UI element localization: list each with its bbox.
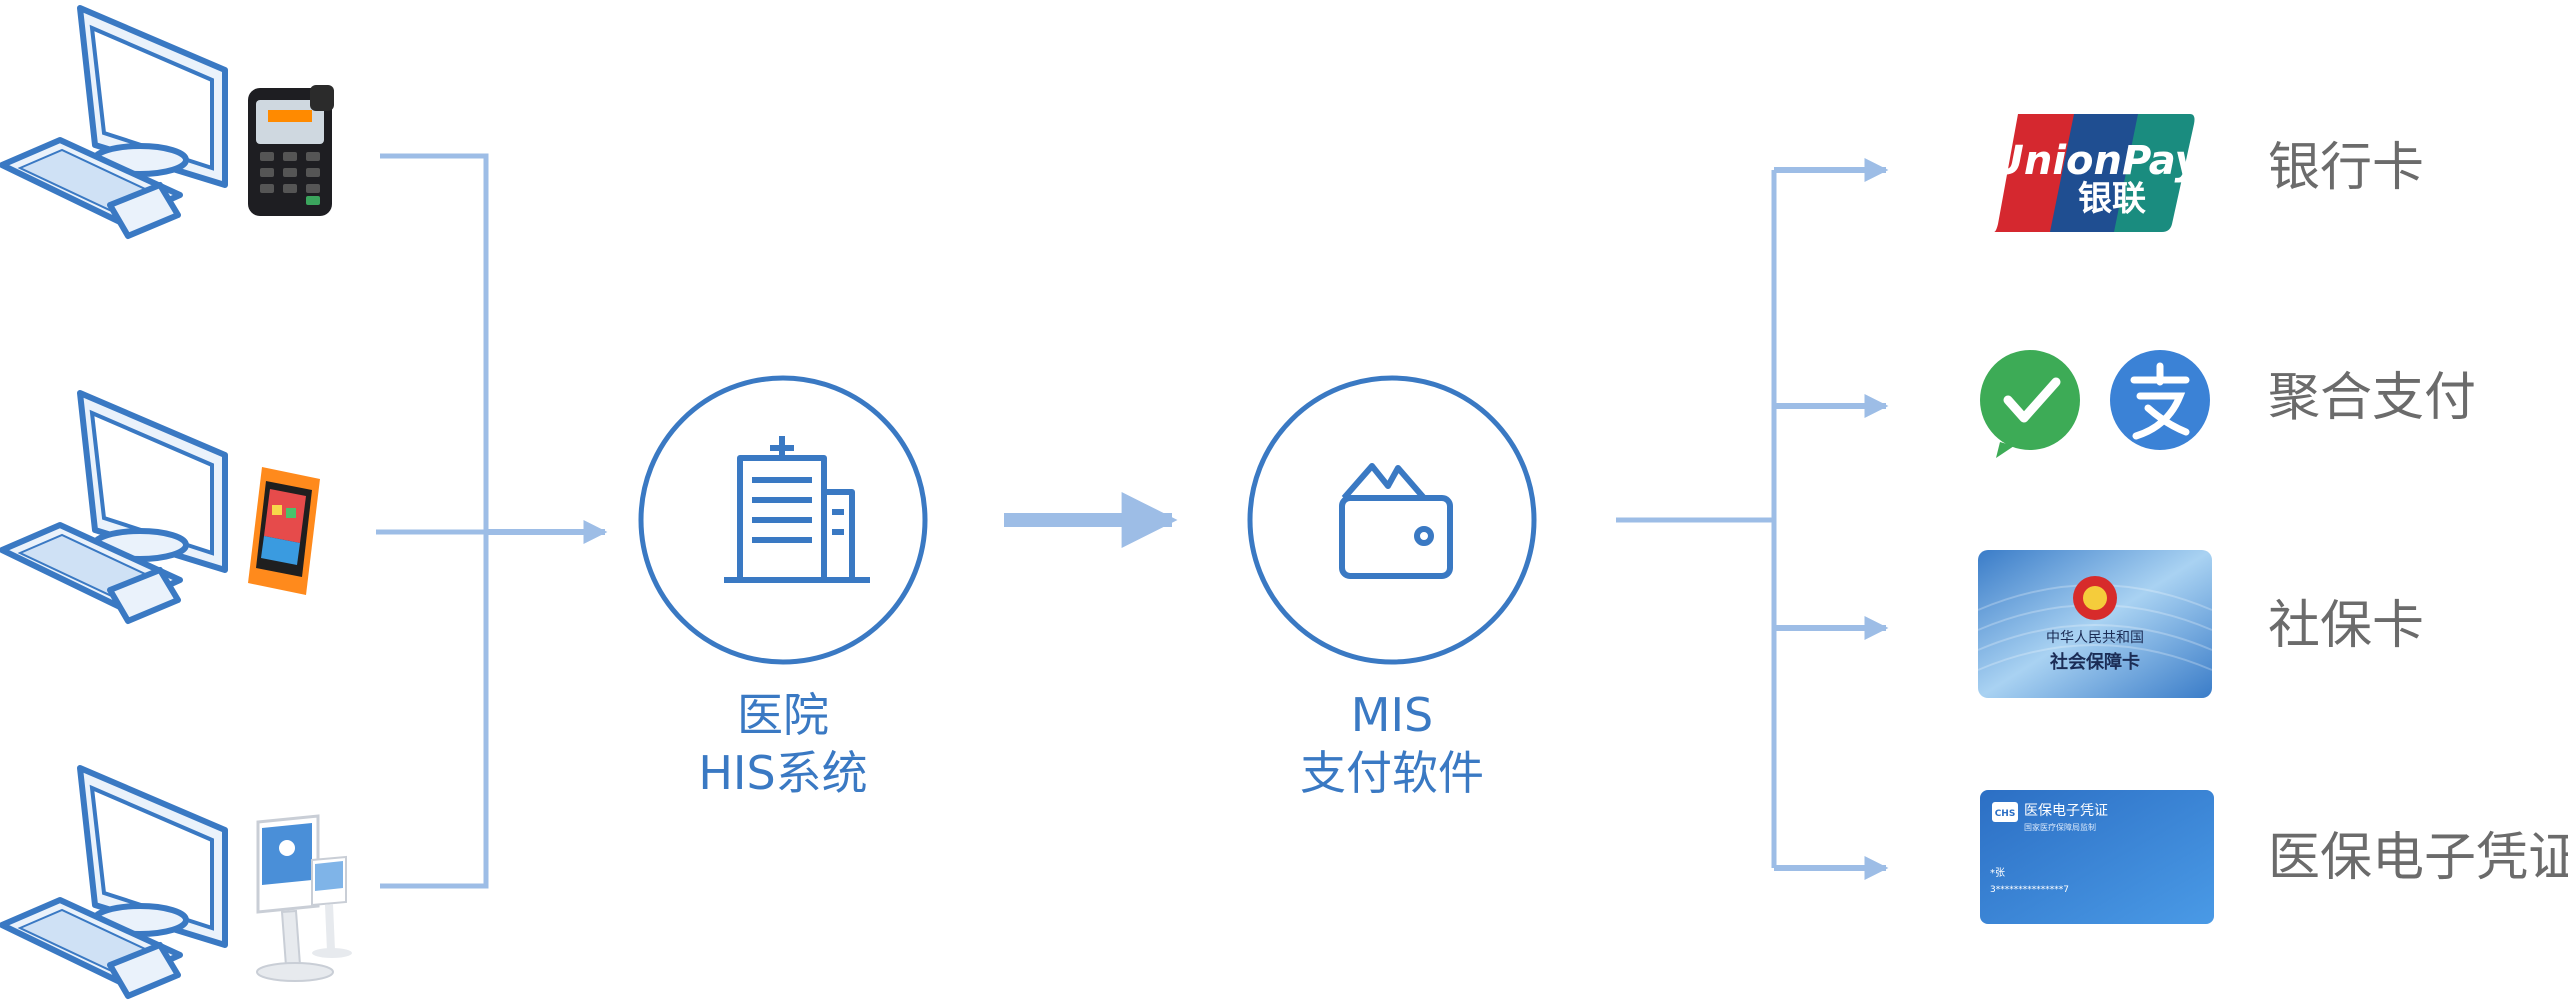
mis-label-line2: 支付软件	[1300, 746, 1484, 800]
hospital-icon	[724, 436, 870, 583]
left-bracket-connector	[376, 153, 489, 889]
wallet-icon	[1339, 463, 1453, 579]
pos-terminal-icon	[248, 85, 334, 216]
terminal-pos	[2, 8, 334, 236]
alipay-icon	[2110, 350, 2210, 450]
terminal-kiosk	[2, 768, 352, 996]
mis-node	[1247, 375, 1537, 665]
social-card-line1: 中华人民共和国	[2046, 630, 2144, 646]
unionpay-logo: UnionPay 银联	[1991, 114, 2203, 232]
smart-pos-icon	[248, 467, 320, 595]
right-branch-connector	[1616, 170, 1777, 868]
unionpay-cn-text: 银联	[2078, 179, 2146, 219]
social-card-line2: 社会保障卡	[2050, 651, 2140, 673]
voucher-subtitle: 国家医疗保障局监制	[2024, 822, 2096, 832]
payment-label-bank-card: 银行卡	[2268, 138, 2425, 198]
payment-label-aggregate-pay: 聚合支付	[2268, 368, 2477, 428]
voucher-number: 3***************7	[1990, 885, 2069, 895]
payment-label-e-voucher: 医保电子凭证	[2268, 828, 2568, 888]
mis-label-line1: MIS	[1350, 688, 1434, 742]
voucher-holder: *张	[1990, 867, 2005, 879]
social-security-card: 中华人民共和国 社会保障卡	[1977, 550, 2213, 698]
voucher-title: 医保电子凭证	[2024, 803, 2108, 819]
chs-badge: CHS	[1995, 809, 2016, 819]
mis-node-label: MIS 支付软件	[1242, 686, 1542, 802]
his-node-label: 医院 HIS系统	[633, 686, 933, 802]
wechat-pay-icon	[1980, 350, 2080, 458]
his-label-line1: 医院	[737, 688, 829, 742]
unionpay-brand-text: UnionPay	[1991, 138, 2202, 184]
payment-label-social-card: 社保卡	[2268, 596, 2425, 656]
his-label-line2: HIS系统	[698, 746, 868, 800]
medical-insurance-e-voucher-card: CHS 医保电子凭证 国家医疗保障局监制 *张 3***************…	[1980, 790, 2214, 924]
terminal-smart-pos	[2, 393, 320, 621]
kiosk-icon	[256, 814, 352, 982]
his-node	[638, 375, 928, 665]
